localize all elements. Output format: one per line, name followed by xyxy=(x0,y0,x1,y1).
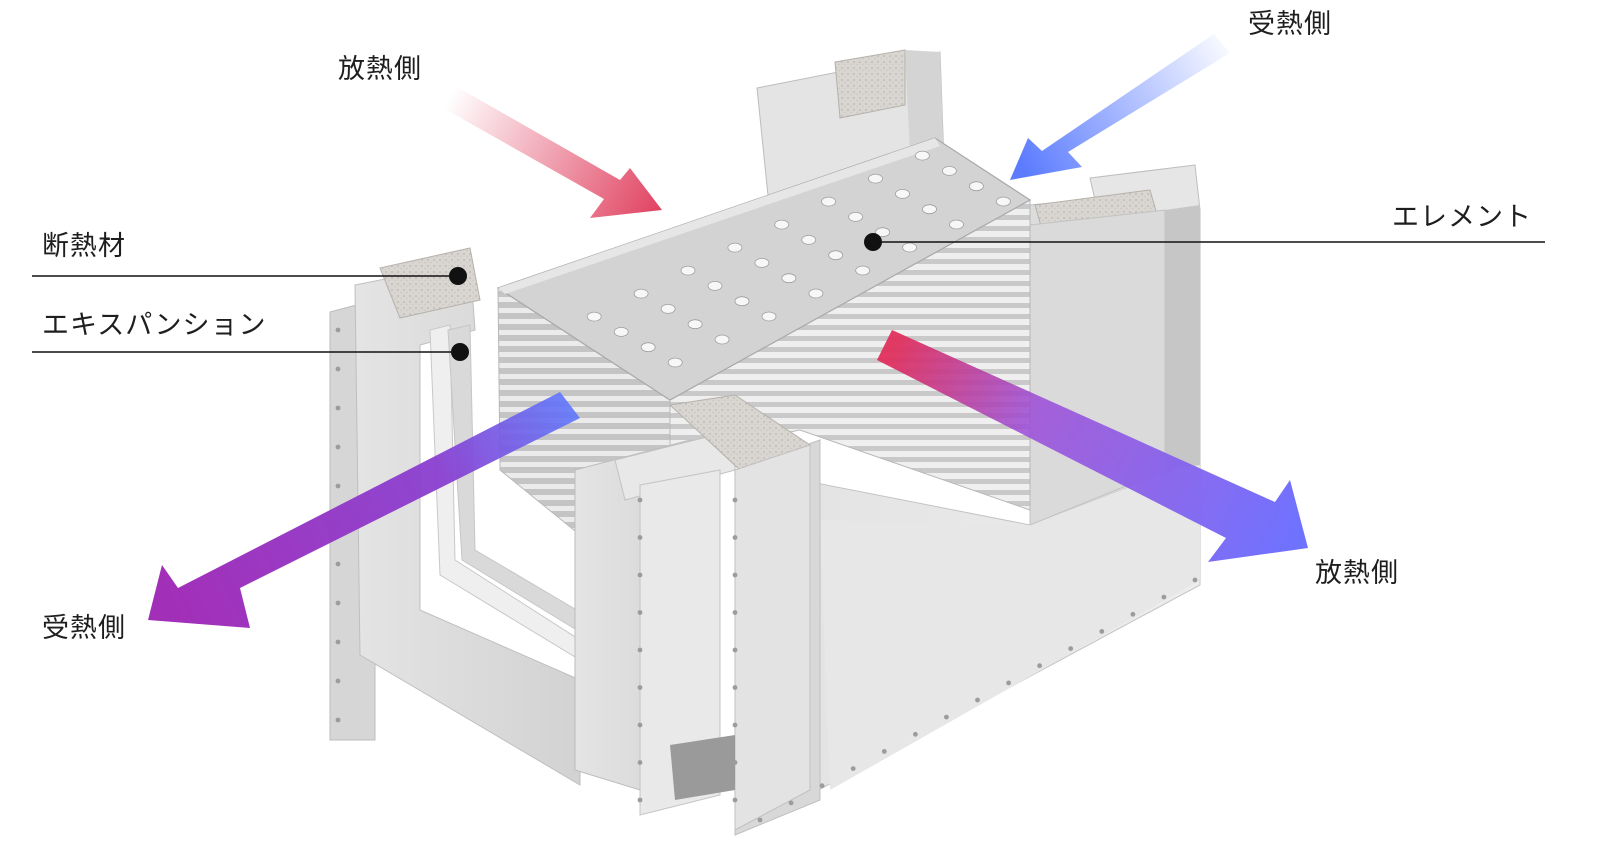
element-hole xyxy=(775,220,789,229)
heat-receive-inlet-arrow xyxy=(1010,34,1230,180)
bolt-hole xyxy=(1162,595,1167,600)
bolt-hole xyxy=(733,535,738,540)
element-hole xyxy=(681,266,695,275)
label-insulation: 断熱材 xyxy=(42,233,126,260)
element-hole xyxy=(708,281,722,290)
bolt-hole xyxy=(638,760,643,765)
element-hole xyxy=(849,212,863,221)
bolt-hole xyxy=(336,367,341,372)
element-hole xyxy=(755,258,769,267)
bolt-hole xyxy=(733,610,738,615)
bolt-hole xyxy=(638,685,643,690)
bolt-hole xyxy=(733,498,738,503)
bolt-hole xyxy=(638,535,643,540)
bolt-hole xyxy=(1131,612,1136,617)
label-expansion: エキスパンション xyxy=(42,312,267,339)
bolt-hole xyxy=(733,648,738,653)
bolt-hole xyxy=(1037,663,1042,668)
element-hole xyxy=(668,358,682,367)
element-hole xyxy=(903,243,917,252)
element-hole xyxy=(782,274,796,283)
element-hole xyxy=(735,297,749,306)
heat-release-inlet-arrow xyxy=(436,84,662,218)
element-hole xyxy=(587,312,601,321)
bolt-hole xyxy=(336,406,341,411)
element-hole xyxy=(762,312,776,321)
element-hole xyxy=(822,197,836,206)
element-hole xyxy=(634,289,648,298)
bolt-hole xyxy=(733,685,738,690)
bolt-hole xyxy=(733,798,738,803)
bolt-hole xyxy=(336,640,341,645)
bolt-hole xyxy=(638,798,643,803)
label-element: エレメント xyxy=(1392,204,1532,231)
bolt-hole xyxy=(851,766,856,771)
element-hole xyxy=(661,304,675,313)
element-hole xyxy=(950,220,964,229)
bolt-hole xyxy=(336,562,341,567)
bolt-hole xyxy=(944,715,949,720)
bolt-hole xyxy=(789,801,794,806)
element-hole xyxy=(715,335,729,344)
element-hole xyxy=(688,320,702,329)
bolt-hole xyxy=(733,573,738,578)
bolt-hole xyxy=(1099,629,1104,634)
bolt-hole xyxy=(733,723,738,728)
bolt-hole xyxy=(638,498,643,503)
bolt-hole xyxy=(638,573,643,578)
bolt-hole xyxy=(336,445,341,450)
element-hole xyxy=(869,174,883,183)
bolt-hole xyxy=(1006,681,1011,686)
bolt-hole xyxy=(733,760,738,765)
element-hole xyxy=(829,251,843,260)
element-hole xyxy=(802,235,816,244)
element-hole xyxy=(809,289,823,298)
bolt-hole xyxy=(638,610,643,615)
label-heat-release-bottom: 放熱側 xyxy=(1315,560,1399,587)
label-heat-release-top: 放熱側 xyxy=(338,56,422,83)
bolt-hole xyxy=(1193,578,1198,583)
element-hole xyxy=(614,327,628,336)
element-hole xyxy=(728,243,742,252)
bolt-hole xyxy=(975,698,980,703)
label-heat-receive-top: 受熱側 xyxy=(1248,11,1332,38)
element-hole xyxy=(969,182,983,191)
bolt-hole xyxy=(638,648,643,653)
bolt-hole xyxy=(882,749,887,754)
element-hole xyxy=(915,151,929,160)
element-hole xyxy=(996,197,1010,206)
bolt-hole xyxy=(1068,646,1073,651)
bolt-hole xyxy=(820,783,825,788)
bolt-hole xyxy=(638,723,643,728)
element-hole xyxy=(641,343,655,352)
bolt-hole xyxy=(913,732,918,737)
element-hole xyxy=(896,189,910,198)
bolt-hole xyxy=(336,328,341,333)
element-hole xyxy=(942,166,956,175)
bolt-hole xyxy=(336,484,341,489)
bolt-hole xyxy=(336,679,341,684)
element-hole xyxy=(923,205,937,214)
label-heat-receive-bottom: 受熱側 xyxy=(42,615,126,642)
bolt-hole xyxy=(758,818,763,823)
bolt-hole xyxy=(336,601,341,606)
bolt-hole xyxy=(336,718,341,723)
element-hole xyxy=(856,266,870,275)
